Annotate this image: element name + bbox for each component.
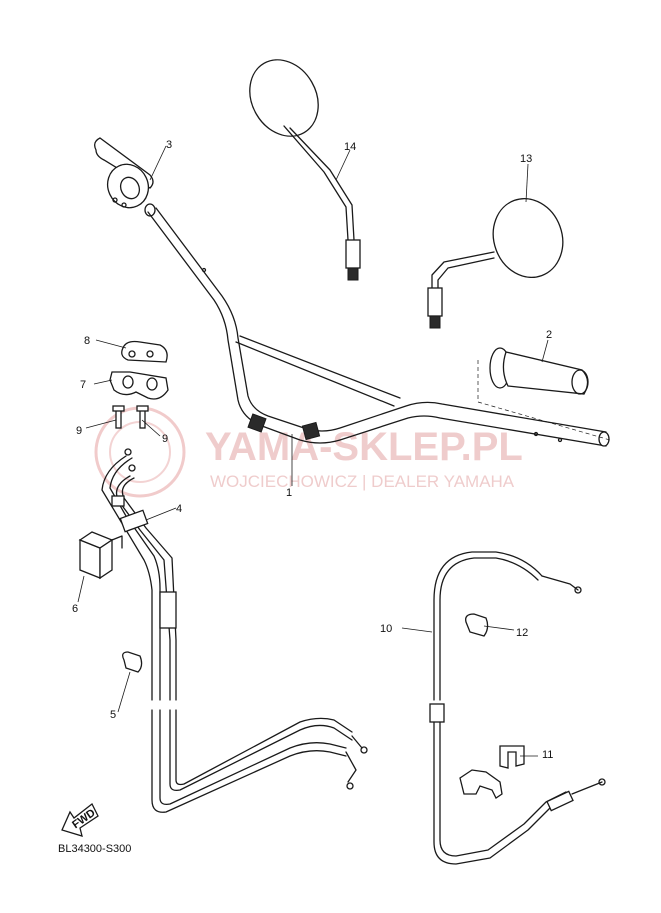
callout-13: 13: [520, 153, 532, 165]
callout-6: 6: [72, 603, 78, 615]
cable-bracket: [78, 531, 123, 580]
clutch-clamp: [465, 613, 489, 637]
callout-7: 7: [80, 379, 86, 391]
watermark-logo-inner-icon: [109, 421, 171, 483]
callout-3: 3: [166, 139, 172, 151]
clutch-cable: [429, 551, 606, 865]
diagram-code: BL34300-S300: [58, 843, 131, 855]
callout-9-right: 9: [162, 433, 168, 445]
callout-10: 10: [380, 623, 392, 635]
callout-4: 4: [176, 503, 182, 515]
screw-left: [112, 405, 125, 429]
callout-11: 11: [542, 749, 553, 761]
callout-2: 2: [546, 329, 552, 341]
cable-clamp-left: [122, 651, 143, 673]
lower-holder: [109, 371, 169, 400]
right-grip: [477, 347, 611, 441]
callout-5: 5: [110, 709, 116, 721]
left-grip: [94, 137, 154, 209]
callout-1: 1: [286, 487, 292, 499]
callout-9-left: 9: [76, 425, 82, 437]
screw-right: [136, 405, 149, 429]
throttle-cable: [101, 448, 368, 813]
fwd-arrow-icon: FWD: [61, 803, 99, 837]
callout-14: 14: [344, 141, 356, 153]
leader-lines: [77, 145, 549, 757]
left-mirror: [249, 59, 361, 281]
callouts: 1 2 3 4 5 6 7 8 9 9 10 11 12 13 14: [72, 139, 553, 761]
callout-12: 12: [516, 627, 528, 639]
upper-holder: [121, 340, 168, 363]
watermark-tagline: WOJCIECHOWICZ | DEALER YAMAHA: [210, 472, 515, 491]
handlebar: [144, 203, 610, 447]
right-mirror: [427, 198, 564, 329]
callout-8: 8: [84, 335, 90, 347]
clutch-holder: [459, 745, 525, 799]
